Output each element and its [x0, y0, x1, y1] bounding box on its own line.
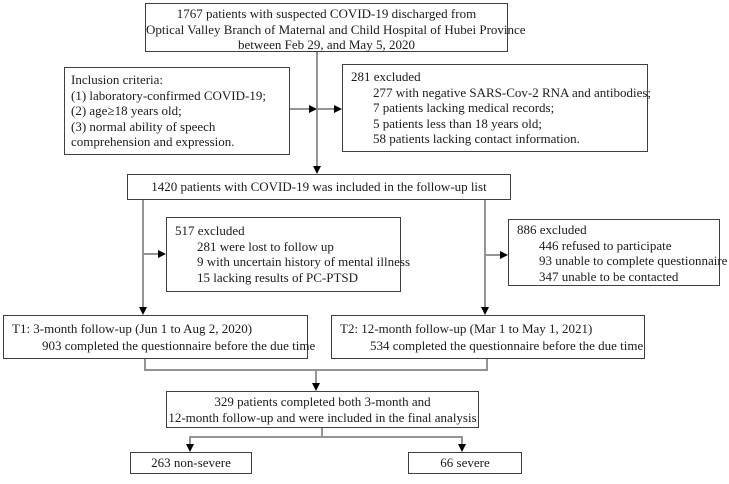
text-line: 7 patients lacking medical records;	[373, 100, 555, 115]
text-line: Inclusion criteria:	[71, 72, 164, 87]
text-line: 12-month follow-up and were included in …	[168, 409, 477, 425]
text-line: Optical Valley Branch of Maternal and Ch…	[146, 21, 526, 37]
connector-line	[318, 108, 336, 110]
box-severe: 66 severe	[408, 452, 522, 474]
arrow-right-icon	[158, 250, 166, 258]
arrow-down-icon	[186, 444, 194, 452]
text-line: 1767 patients with suspected COVID-19 di…	[176, 6, 477, 21]
connector-line	[321, 428, 323, 438]
text-line: 517 excluded	[175, 223, 245, 238]
text-line: 1420 patients with COVID-19 was included…	[151, 179, 487, 194]
arrow-down-icon	[481, 307, 489, 315]
text-line: 93 unable to complete questionnaire	[539, 253, 728, 268]
text-line: 446 refused to participate	[539, 237, 672, 253]
box-t2-followup: T2: 12-month follow-up (Mar 1 to May 1, …	[331, 315, 645, 359]
text-line: 66 severe	[440, 455, 490, 470]
connector-line	[142, 200, 144, 310]
text-line: 534 completed the questionnaire before t…	[370, 338, 644, 353]
text-line: 886 excluded	[517, 222, 587, 237]
box-suspected-patients: 1767 patients with suspected COVID-19 di…	[145, 3, 526, 52]
text-line: comprehension and expression.	[71, 134, 235, 149]
text-line: 281 excluded	[351, 69, 421, 84]
text-line: 5 patients less than 18 years old;	[373, 115, 542, 131]
connector-line	[144, 359, 146, 371]
connector-line	[486, 359, 488, 371]
connector-line	[316, 52, 318, 172]
text-line: 277 with negative SARS-Cov-2 RNA and ant…	[373, 84, 652, 100]
box-final-analysis: 329 patients completed both 3-month and …	[166, 391, 479, 428]
arrow-right-icon	[500, 251, 508, 259]
text-line: 9 with uncertain history of mental illne…	[197, 254, 411, 269]
connector-line	[486, 254, 502, 256]
text-line: (2) age≥18 years old;	[71, 103, 182, 118]
connector-line	[189, 436, 463, 438]
arrow-down-icon	[458, 444, 466, 452]
box-excluded-886: 886 excluded 446 refused to participate …	[508, 219, 728, 286]
text-line: 329 patients completed both 3-month and	[214, 394, 431, 409]
connector-line	[144, 253, 160, 255]
text-line: 347 unable to be contacted	[539, 268, 679, 284]
text-line: between Feb 29, and May 5, 2020	[238, 37, 415, 52]
box-followup-list: 1420 patients with COVID-19 was included…	[127, 174, 511, 200]
arrow-down-icon	[313, 166, 321, 174]
connector-line	[315, 369, 317, 385]
box-non-severe: 263 non-severe	[130, 452, 252, 474]
text-line: T1: 3-month follow-up (Jun 1 to Aug 2, 2…	[12, 321, 253, 336]
text-line: 58 patients lacking contact information.	[373, 131, 580, 146]
text-line: 903 completed the questionnaire before t…	[42, 338, 316, 353]
arrow-down-icon	[139, 307, 147, 315]
connector-line	[290, 108, 314, 110]
arrow-right-icon	[309, 105, 317, 113]
connector-line	[461, 436, 463, 446]
connector-line	[189, 436, 191, 446]
text-line: (1) laboratory-confirmed COVID-19;	[71, 87, 266, 103]
arrow-down-icon	[312, 383, 320, 391]
connector-line	[484, 200, 486, 310]
box-t1-followup: T1: 3-month follow-up (Jun 1 to Aug 2, 2…	[3, 315, 316, 359]
box-excluded-281: 281 excluded 277 with negative SARS-Cov-…	[342, 64, 652, 152]
arrow-right-icon	[334, 105, 342, 113]
text-line: 281 were lost to follow up	[197, 238, 334, 254]
text-line: (3) normal ability of speech	[71, 118, 216, 134]
text-line: 263 non-severe	[151, 455, 231, 470]
box-excluded-517: 517 excluded 281 were lost to follow up …	[166, 217, 411, 292]
text-line: T2: 12-month follow-up (Mar 1 to May 1, …	[340, 321, 593, 336]
box-inclusion-criteria: Inclusion criteria: (1) laboratory-confi…	[64, 67, 290, 155]
text-line: 15 lacking results of PC-PTSD	[197, 269, 359, 285]
